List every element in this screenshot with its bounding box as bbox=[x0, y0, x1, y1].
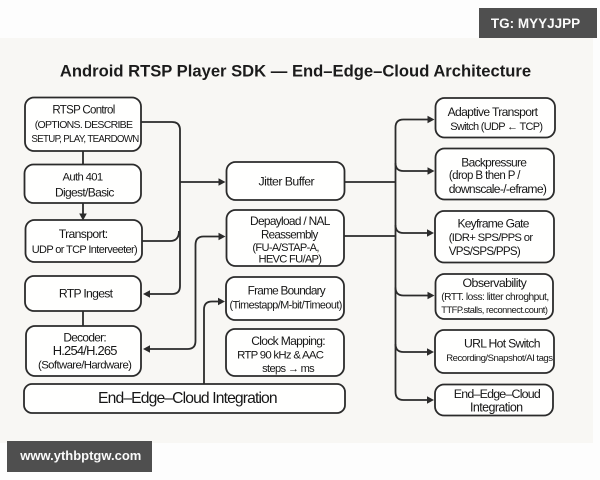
svg-text:Digest/Basic: Digest/Basic bbox=[55, 185, 114, 199]
svg-text:Frame Boundary: Frame Boundary bbox=[248, 283, 326, 297]
svg-text:Backpressure: Backpressure bbox=[461, 155, 527, 169]
svg-text:RTP Ingest: RTP Ingest bbox=[59, 286, 114, 300]
svg-text:VPS/SPS/PPS): VPS/SPS/PPS) bbox=[449, 245, 521, 258]
svg-text:TG: MYYJJPP: TG: MYYJJPP bbox=[491, 16, 580, 31]
svg-text:Transport:: Transport: bbox=[59, 227, 108, 241]
svg-text:End–Edge–Cloud: End–Edge–Cloud bbox=[454, 387, 541, 401]
svg-text:URL Hot Switch: URL Hot Switch bbox=[464, 337, 540, 351]
svg-text:Adaptive Transport: Adaptive Transport bbox=[448, 105, 539, 119]
svg-text:(IDR+ SPS/PPS or: (IDR+ SPS/PPS or bbox=[449, 232, 534, 244]
svg-text:Keyframe Gate: Keyframe Gate bbox=[457, 217, 529, 231]
svg-text:Integration: Integration bbox=[470, 401, 523, 415]
svg-text:(OPTIONS. DESCRIBE: (OPTIONS. DESCRIBE bbox=[35, 119, 133, 131]
svg-text:steps → ms: steps → ms bbox=[262, 363, 315, 375]
svg-text:Switch (UDP ← TCP): Switch (UDP ← TCP) bbox=[450, 121, 542, 133]
svg-text:End–Edge–Cloud Integration: End–Edge–Cloud Integration bbox=[98, 390, 277, 407]
svg-text:(drop B then P /: (drop B then P / bbox=[449, 170, 521, 182]
svg-text:Jitter Buffer: Jitter Buffer bbox=[259, 174, 315, 188]
svg-text:www.ythbptgw.com: www.ythbptgw.com bbox=[19, 448, 141, 463]
svg-text:HEVC FU/AP): HEVC FU/AP) bbox=[258, 253, 322, 265]
svg-text:H.254/H.265: H.254/H.265 bbox=[53, 343, 118, 358]
svg-text:(FU-A/STAP-A,: (FU-A/STAP-A, bbox=[252, 242, 319, 254]
svg-text:Depayload / NAL: Depayload / NAL bbox=[250, 214, 331, 228]
svg-text:Android RTSP Player SDK — End–: Android RTSP Player SDK — End–Edge–Cloud… bbox=[60, 62, 531, 81]
svg-text:(Timestapp/M-bit/Timeout): (Timestapp/M-bit/Timeout) bbox=[230, 300, 342, 312]
svg-text:Decoder:: Decoder: bbox=[63, 331, 106, 345]
svg-text:RTP 90 kHz & AAC: RTP 90 kHz & AAC bbox=[237, 350, 324, 362]
svg-text:(Software/Hardware): (Software/Hardware) bbox=[38, 360, 132, 372]
svg-text:Observability: Observability bbox=[463, 276, 528, 290]
svg-text:SETUP, PLAY, TEARDOWN: SETUP, PLAY, TEARDOWN bbox=[31, 134, 139, 145]
svg-text:Clock Mapping:: Clock Mapping: bbox=[251, 334, 325, 348]
svg-text:downscale-/-eframe): downscale-/-eframe) bbox=[449, 182, 547, 196]
svg-text:Reassembly: Reassembly bbox=[261, 229, 319, 242]
svg-text:RTSP Control: RTSP Control bbox=[52, 105, 114, 117]
svg-text:Recording/Snapshot/AI tags: Recording/Snapshot/AI tags bbox=[446, 353, 553, 364]
svg-text:UDP or TCP Interveeter): UDP or TCP Interveeter) bbox=[32, 244, 137, 256]
svg-text:Auth 401: Auth 401 bbox=[62, 172, 102, 184]
svg-text:TTFP.stalls, reconnect.count): TTFP.stalls, reconnect.count) bbox=[441, 305, 548, 315]
svg-text:(RTT. loss: litter chroghput,: (RTT. loss: litter chroghput, bbox=[441, 292, 549, 303]
